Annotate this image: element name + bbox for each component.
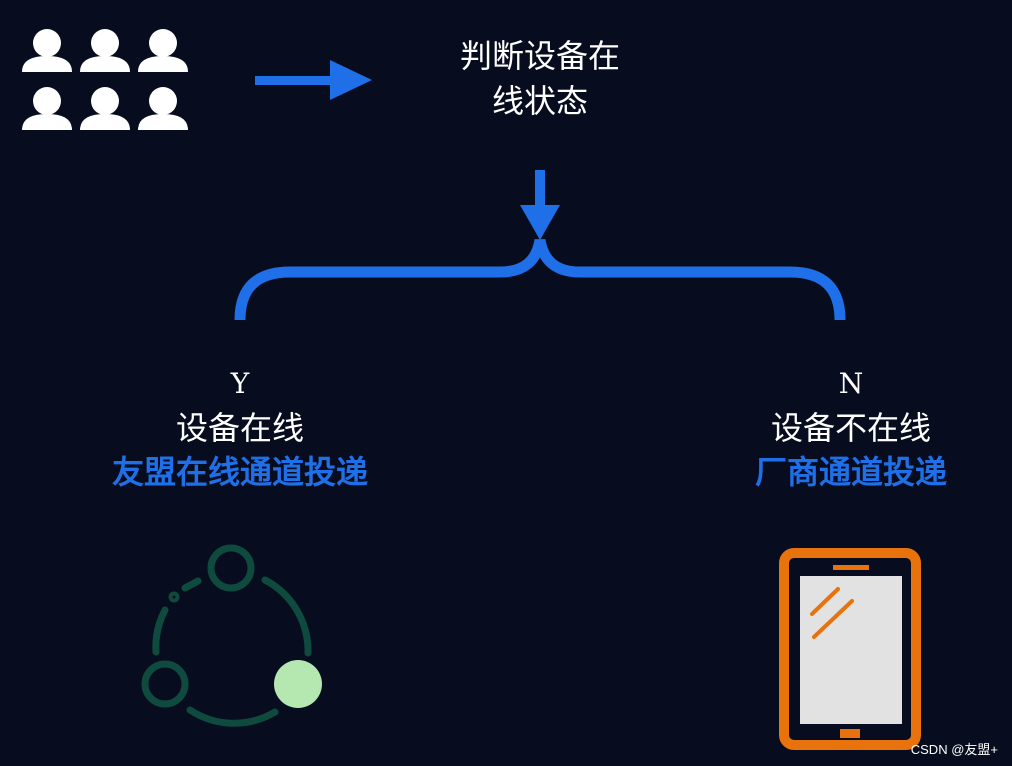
watermark: CSDN @友盟+: [910, 742, 998, 757]
title-line-2: 线状态: [491, 82, 588, 120]
offline-status: 设备不在线: [770, 409, 931, 447]
branch-brace: [234, 238, 846, 321]
online-branch: Y 设备在线 友盟在线通道投递: [40, 362, 440, 494]
online-status: 设备在线: [175, 409, 304, 447]
decision-title: 判断设备在 线状态: [390, 34, 690, 124]
title-line-1: 判断设备在: [459, 37, 620, 75]
network-icon: [141, 544, 322, 727]
vendor-channel: 厂商通道投递: [754, 453, 947, 491]
offline-branch: N 设备不在线 厂商通道投递: [651, 362, 1012, 494]
down-arrow-icon: [520, 170, 560, 240]
phone-icon: [779, 548, 921, 750]
users-icon: [22, 29, 188, 130]
right-arrow-icon: [255, 60, 372, 100]
online-channel: 友盟在线通道投递: [111, 453, 368, 491]
yes-flag: Y: [230, 367, 250, 400]
no-flag: N: [838, 367, 864, 400]
